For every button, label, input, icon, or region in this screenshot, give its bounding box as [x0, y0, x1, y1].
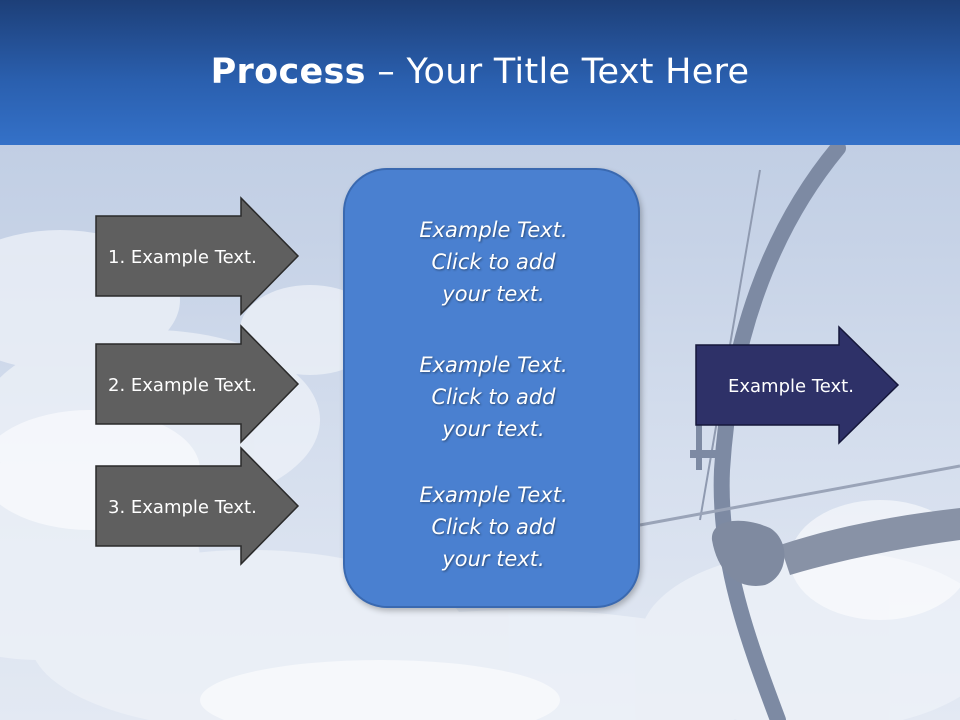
- center-line: Click to add: [431, 515, 556, 539]
- title-bold: Process: [210, 52, 366, 92]
- arrow-shape: [695, 325, 900, 445]
- result-label: Example Text.: [728, 375, 854, 397]
- center-paragraph-3: Example Text. Click to add your text.: [345, 479, 642, 575]
- title-rest: – Your Title Text Here: [365, 52, 750, 92]
- center-line: Example Text.: [419, 218, 568, 242]
- center-line: Example Text.: [419, 483, 568, 507]
- process-step-arrow-2[interactable]: 2. Example Text.: [94, 324, 304, 446]
- center-paragraph-2: Example Text. Click to add your text.: [345, 349, 642, 445]
- process-step-arrow-1[interactable]: 1. Example Text.: [94, 196, 304, 318]
- center-line: Click to add: [431, 250, 556, 274]
- step-label: 1. Example Text.: [108, 246, 257, 268]
- center-line: Click to add: [431, 385, 556, 409]
- center-line: your text.: [442, 282, 545, 306]
- center-paragraph-1: Example Text. Click to add your text.: [345, 214, 642, 310]
- center-line: Example Text.: [419, 353, 568, 377]
- step-label: 2. Example Text.: [108, 374, 257, 396]
- arrow-shape: [95, 196, 300, 316]
- slide-title[interactable]: Process – Your Title Text Here: [0, 52, 960, 92]
- arrow-shape: [95, 324, 300, 444]
- center-line: your text.: [442, 417, 545, 441]
- center-line: your text.: [442, 547, 545, 571]
- step-label: 3. Example Text.: [108, 496, 257, 518]
- process-result-arrow[interactable]: Example Text.: [694, 325, 904, 447]
- process-step-arrow-3[interactable]: 3. Example Text.: [94, 446, 304, 568]
- title-bar: Process – Your Title Text Here: [0, 0, 960, 145]
- center-process-box[interactable]: Example Text. Click to add your text. Ex…: [343, 168, 640, 608]
- arrow-shape: [95, 446, 300, 566]
